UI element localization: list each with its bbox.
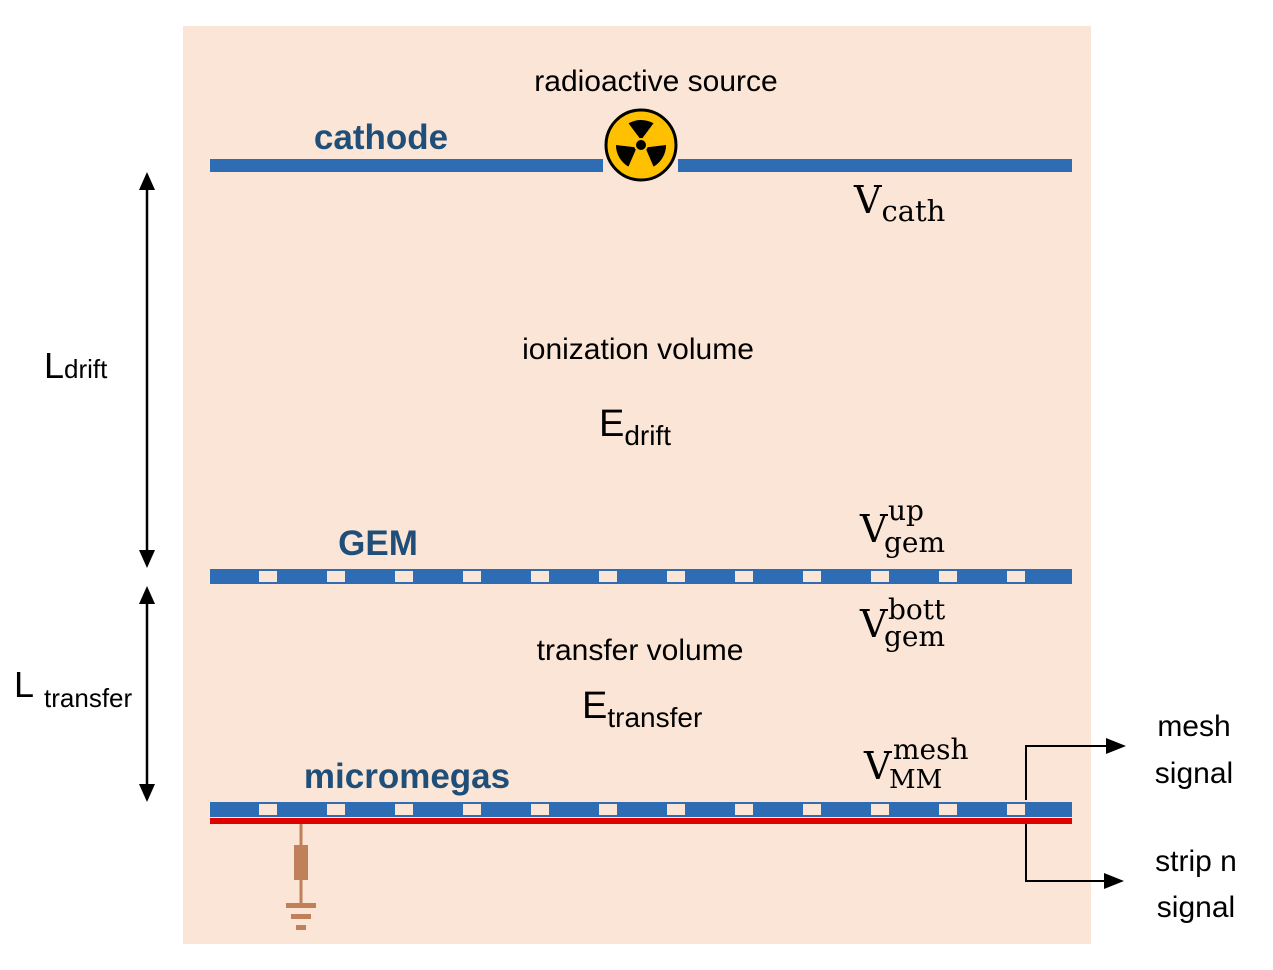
radiation-trefoil-icon [604, 108, 678, 182]
drift-length-arrow [139, 172, 155, 568]
svg-text:gem: gem [884, 620, 945, 653]
gem-hole [599, 571, 617, 582]
ground-icon [286, 903, 316, 930]
v-cath-symbol: Vcath [853, 178, 945, 228]
micromegas-hole [395, 804, 413, 815]
gem-hole [735, 571, 753, 582]
micromegas-hole [871, 804, 889, 815]
gem-hole [803, 571, 821, 582]
e-drift-symbol: Edrift [599, 403, 671, 451]
svg-text:bott: bott [888, 593, 946, 626]
l-drift-symbol: Ldrift [44, 345, 108, 386]
micromegas-hole [1007, 804, 1025, 815]
micromegas-label: micromegas [304, 757, 510, 796]
micromegas-hole [667, 804, 685, 815]
strip-signal-line [1025, 824, 1124, 889]
svg-text:MM: MM [889, 765, 942, 795]
micromegas-electrode [210, 802, 1072, 817]
cathode-electrode-left [210, 159, 603, 172]
strip-signal-label-line2: signal [1157, 891, 1235, 924]
svg-text:up: up [888, 494, 924, 527]
svg-text:V: V [859, 602, 888, 646]
gem-hole [667, 571, 685, 582]
gem-hole [327, 571, 345, 582]
cathode-electrode-right [678, 159, 1072, 172]
v-gem-bott-symbol: V bott gem [859, 593, 946, 653]
micromegas-hole [803, 804, 821, 815]
micromegas-hole [939, 804, 957, 815]
micromegas-hole [463, 804, 481, 815]
v-mm-mesh-symbol: V mesh MM [863, 733, 969, 795]
mesh-signal-line [1025, 738, 1126, 800]
transfer-length-arrow [139, 586, 155, 802]
radioactive-source-label: radioactive source [534, 65, 777, 98]
svg-text:gem: gem [884, 526, 945, 559]
gem-hole [531, 571, 549, 582]
svg-text:mesh: mesh [893, 733, 969, 766]
gem-hole [939, 571, 957, 582]
svg-text:V: V [863, 744, 892, 788]
gem-hole [1007, 571, 1025, 582]
gem-electrode [210, 569, 1072, 584]
cathode-label: cathode [314, 118, 448, 157]
micromegas-hole [531, 804, 549, 815]
transfer-volume-label: transfer volume [537, 634, 744, 667]
strip-signal-label-line1: strip n [1155, 845, 1237, 878]
micromegas-hole [327, 804, 345, 815]
e-transfer-symbol: Etransfer [582, 685, 702, 733]
gem-label: GEM [338, 524, 418, 563]
gem-hole [871, 571, 889, 582]
resistor-icon [294, 824, 308, 903]
micromegas-hole [735, 804, 753, 815]
v-gem-up-symbol: V up gem [859, 494, 945, 559]
readout-strip [210, 818, 1072, 824]
mesh-signal-label-line1: mesh [1157, 710, 1230, 743]
gem-hole [259, 571, 277, 582]
svg-text:V: V [859, 507, 888, 551]
micromegas-hole [259, 804, 277, 815]
ionization-volume-label: ionization volume [522, 333, 754, 366]
mesh-signal-label-line2: signal [1155, 757, 1233, 790]
gem-hole [395, 571, 413, 582]
gem-hole [463, 571, 481, 582]
micromegas-hole [599, 804, 617, 815]
